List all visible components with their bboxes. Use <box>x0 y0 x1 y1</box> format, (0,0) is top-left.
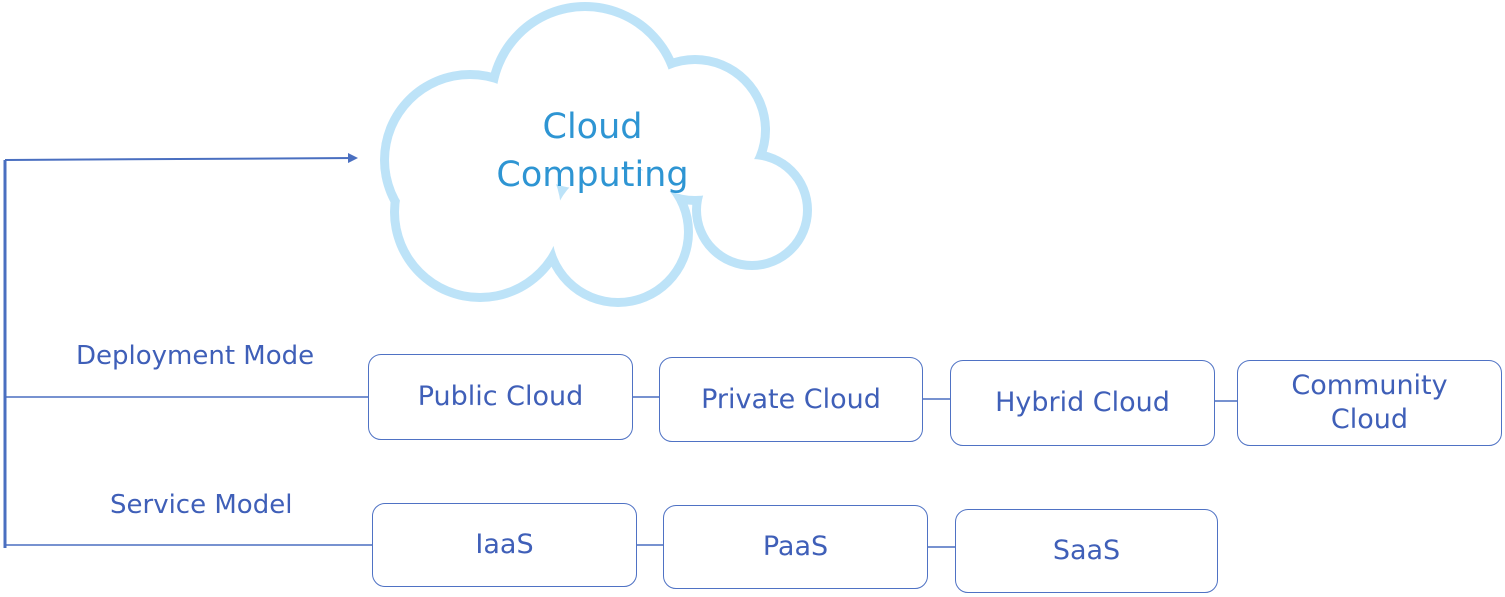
cloud-icon <box>380 2 812 307</box>
saas-box: SaaS <box>955 509 1218 593</box>
cloud-computing-label: Cloud Computing <box>496 107 689 195</box>
deployment-mode-label: Deployment Mode <box>76 341 315 371</box>
iaas-box: IaaS <box>372 503 637 587</box>
private-cloud-box: Private Cloud <box>659 357 923 442</box>
community-cloud-box: Community Cloud <box>1237 360 1502 446</box>
paas-box: PaaS <box>663 505 928 589</box>
public-cloud-box: Public Cloud <box>368 354 633 440</box>
arrow-to-cloud <box>4 153 358 164</box>
service-model-label: Service Model <box>110 490 293 520</box>
hybrid-cloud-box: Hybrid Cloud <box>950 360 1215 446</box>
